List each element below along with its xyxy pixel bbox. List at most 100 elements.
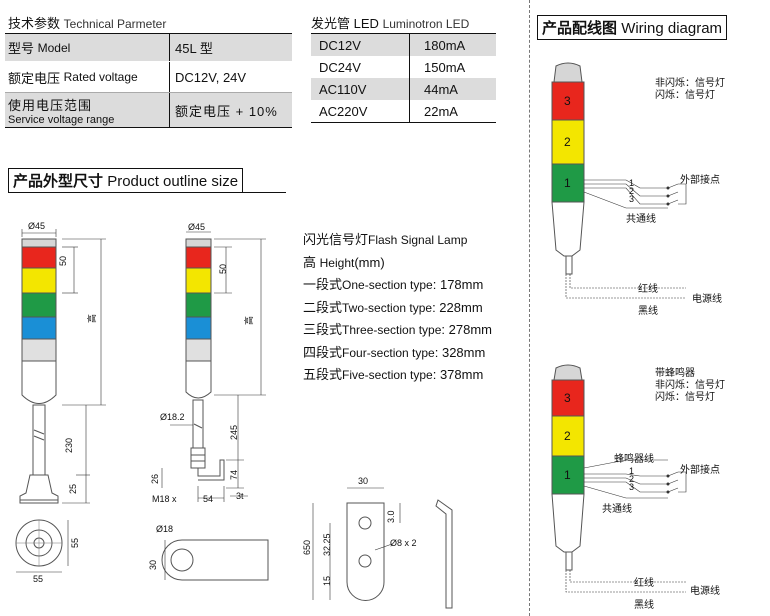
height-item-value: 228mm <box>439 299 483 315</box>
wiring-title: 产品配线图 Wiring diagram <box>537 15 728 40</box>
wiring-bottom-wire-3: 3 <box>629 482 635 492</box>
model-cn: 型号 <box>8 41 35 56</box>
height-item-en: One-section type <box>342 278 433 292</box>
wiring-bottom-section-3: 3 <box>564 391 571 405</box>
height-item-en: Four-section type <box>342 345 435 360</box>
height-item: 四段式Four-section type: 328mm <box>303 344 486 360</box>
wiring-top-red: 红线 <box>638 284 658 295</box>
lamp-green-section <box>21 292 57 318</box>
height-list: 闪光信号灯Flash Signal Lamp 高 Height(mm) 一段式O… <box>303 229 492 387</box>
wiring-bottom-ext: 外部接点 <box>680 465 720 476</box>
wiring-top-wire-2: 2 <box>629 186 635 196</box>
tech-title: 技术参数 Technical Parmeter <box>8 13 166 32</box>
wiring-top-section-1: 1 <box>564 176 571 190</box>
wiring-bottom-lamp <box>551 364 687 593</box>
wiring-bottom-yellow <box>551 415 585 457</box>
height-title-cn: 闪光信号灯 <box>303 232 369 247</box>
lamp-clear-section <box>185 338 212 362</box>
led-current: 22mA <box>409 100 496 122</box>
thread <box>190 447 206 469</box>
wiring-top-green <box>551 163 585 203</box>
height-item: 三段式Three-section type: 278mm <box>303 322 492 337</box>
dim-d8x2: Ø8 x 2 <box>390 538 417 548</box>
height-title: 闪光信号灯Flash Signal Lamp <box>303 229 492 252</box>
dim-high-left: 高 <box>87 313 98 324</box>
wiring-bottom-note0: 带蜂鸣器 <box>655 368 695 379</box>
outline-drawings <box>15 229 453 609</box>
tech-row-model: 型号 Model 45L 型 <box>5 34 292 62</box>
lamp-cap <box>21 238 57 248</box>
dim-h245: 245 <box>229 424 239 440</box>
dim-d18: Ø18 <box>156 524 174 534</box>
height-item-cn: 三段式 <box>303 322 343 337</box>
tech-row-model-label: 型号 Model <box>5 34 169 61</box>
wiring-top-black: 黑线 <box>638 306 658 317</box>
wiring-top-note2: 闪烁：信号灯 <box>655 90 715 101</box>
height-unit: (mm) <box>354 254 385 270</box>
wiring-top-ext: 外部接点 <box>680 175 720 186</box>
led-table: DC12V 180mA DC24V 150mA AC110V 44mA AC22… <box>311 33 496 123</box>
led-row-2: AC110V 44mA <box>311 78 496 100</box>
height-item-en: Two-section type <box>342 300 433 315</box>
wiring-top-lamp <box>551 62 687 299</box>
dim-high-right: 高 <box>244 315 255 326</box>
height-subtitle: 高 Height(mm) <box>303 252 492 275</box>
dim-h30: 30 <box>148 559 158 570</box>
height-item: 二段式Two-section type: 228mm <box>303 299 483 315</box>
lamp-base <box>21 360 57 404</box>
wiring-top-note1: 非闪烁：信号灯 <box>655 78 725 89</box>
height-item-cn: 一段式 <box>303 277 343 292</box>
lamp-blue-section <box>185 316 212 340</box>
outline-title-en: Product outline size <box>107 173 239 190</box>
height-item-value: 178mm <box>439 277 484 292</box>
height-item: 五段式Five-section type: 378mm <box>303 367 484 382</box>
wiring-diagrams <box>551 62 687 593</box>
dim-w30: 30 <box>358 476 369 486</box>
dim-h74: 74 <box>229 469 239 480</box>
height-item-cn: 二段式 <box>303 299 343 315</box>
height-title-en: Flash Signal Lamp <box>368 233 468 247</box>
led-row-3: AC220V 22mA <box>311 100 496 122</box>
voltage-cn: 额定电压 <box>8 70 61 86</box>
led-voltage: DC24V <box>319 59 361 75</box>
height-item-cn: 四段式 <box>303 344 343 360</box>
outline-title-rule <box>8 192 286 193</box>
outline-title: 产品外型尺寸 Product outline size <box>8 168 244 193</box>
led-current: 44mA <box>409 78 496 100</box>
dim-h50-right: 50 <box>218 263 228 274</box>
dim-w55: 55 <box>33 574 44 584</box>
lamp-blue-section <box>21 316 57 340</box>
lamp-green-section <box>185 292 212 318</box>
wiring-top-common: 共通线 <box>626 214 656 225</box>
led-title-en: Luminotron LED <box>382 17 470 31</box>
led-current: 180mA <box>409 34 496 56</box>
wiring-bottom-green <box>551 455 585 495</box>
height-item: 一段式One-section type: 178mm <box>303 277 484 292</box>
tech-title-cn: 技术参数 <box>8 16 61 31</box>
led-voltage: AC220V <box>319 103 368 119</box>
lamp-foot <box>19 474 59 504</box>
range-value: 额定电压 + 10% <box>169 93 292 127</box>
dim-h55: 55 <box>70 537 80 548</box>
model-en: Model <box>37 40 71 55</box>
led-title-led: LED <box>353 16 379 31</box>
led-row-0: DC12V 180mA <box>311 34 496 56</box>
wiring-top-section-2: 2 <box>564 135 571 149</box>
range-cn: 使用电压范围 <box>8 97 93 113</box>
voltage-en: Rated voltage <box>63 70 138 84</box>
lamp-yellow-section <box>185 267 212 294</box>
wiring-bottom-note2: 闪烁：信号灯 <box>655 392 715 403</box>
dim-h25: 25 <box>68 483 78 494</box>
wiring-bottom-common: 共通线 <box>602 504 632 515</box>
dim-h15: 15 <box>322 575 332 586</box>
tech-row-range: 使用电压范围 Service voltage range 额定电压 + 10% <box>5 93 292 127</box>
outline-title-cn: 产品外型尺寸 <box>13 173 104 190</box>
dim-h3-0: 3.0 <box>386 510 396 523</box>
dim-m18: M18 x <box>152 494 177 504</box>
wiring-bottom-red: 红线 <box>634 578 654 589</box>
lamp-clear-section <box>21 338 57 362</box>
wiring-title-en: Wiring diagram <box>621 20 723 37</box>
tech-row-voltage-label: 额定电压 Rated voltage <box>5 62 169 92</box>
led-voltage: AC110V <box>319 81 367 97</box>
tech-row-range-label: 使用电压范围 Service voltage range <box>5 93 169 127</box>
